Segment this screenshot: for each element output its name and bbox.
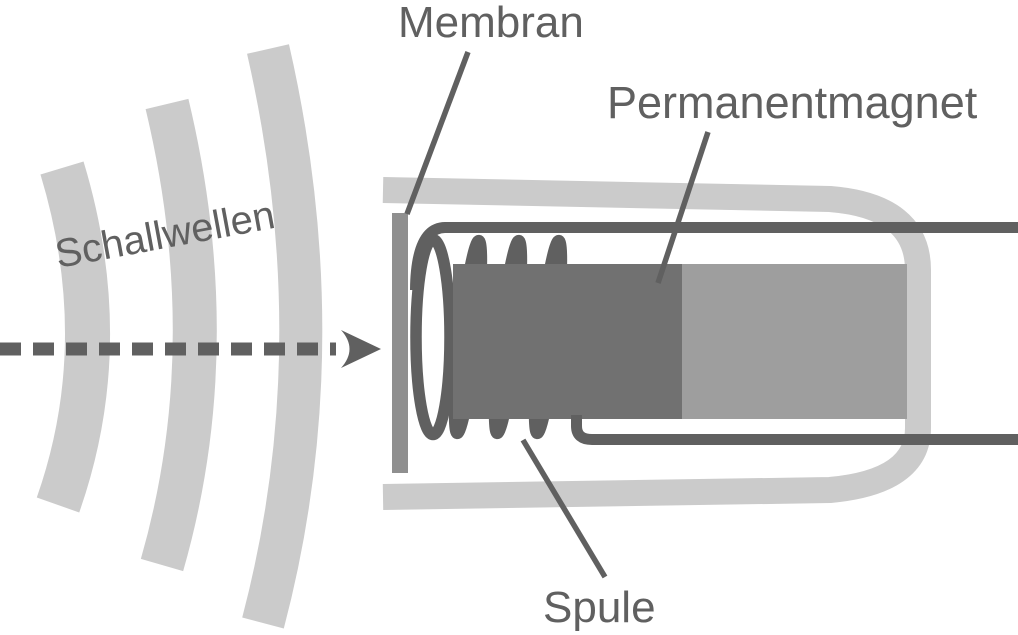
coil-label: Spule [543, 583, 656, 632]
housing-shell [382, 177, 931, 510]
membrane-label: Membran [398, 0, 584, 47]
sound-wave-arc-2 [140, 98, 217, 572]
permanent-magnet-label: Permanentmagnet [607, 77, 978, 128]
sound-wave-arc-3 [242, 44, 323, 629]
sound-waves-group [36, 44, 323, 629]
coil-front-loop [410, 233, 456, 441]
magnet-light-section [682, 264, 907, 419]
sound-arrowhead-icon [341, 330, 381, 368]
magnet-leader-line [655, 131, 711, 284]
leader-lines-group [404, 51, 711, 579]
coil-leader-line [520, 438, 608, 579]
membrane-leader-line [404, 51, 471, 215]
coil-lead-wire-top [410, 222, 1018, 291]
membrane-bar [392, 213, 408, 473]
sound-wave-arc-1 [36, 161, 111, 513]
coil-lead-wire-bottom [571, 415, 1018, 445]
magnet-dark-section [453, 264, 682, 419]
